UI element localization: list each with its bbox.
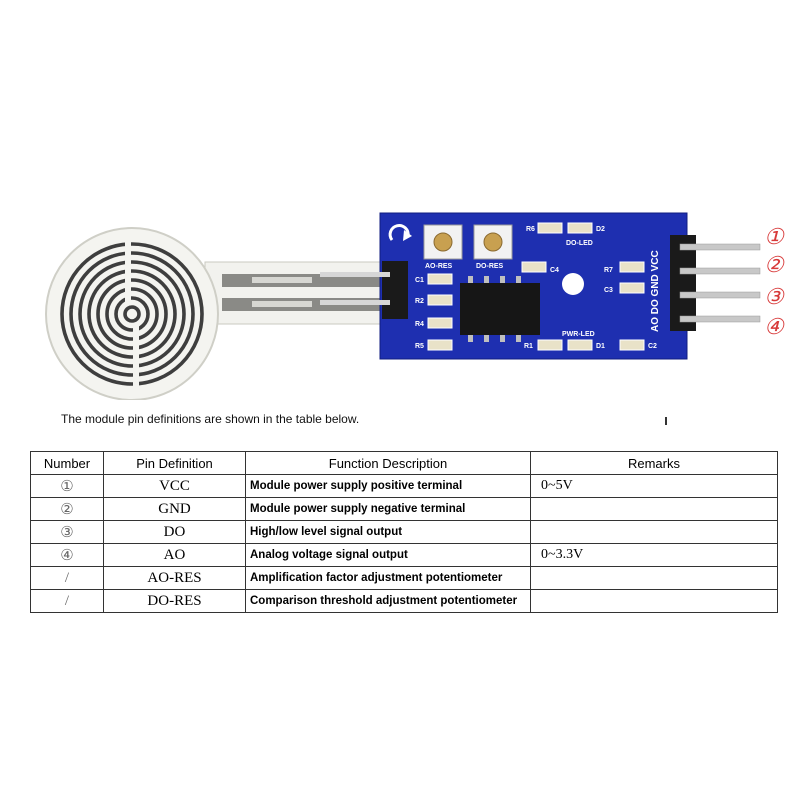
cell-pin: AO [103, 543, 246, 567]
table-header-row: Number Pin Definition Function Descripti… [30, 451, 778, 475]
table-row: ③ DO High/low level signal output [30, 520, 778, 544]
ref-r1: R1 [524, 343, 533, 350]
ref-c3: C3 [604, 287, 613, 294]
table-row: ④ AO Analog voltage signal output 0~3.3V [30, 543, 778, 567]
ref-r6: R6 [526, 226, 535, 233]
ref-c1: C1 [415, 277, 424, 284]
pin-header-plastic [670, 235, 696, 331]
board-label-ao-res: AO-RES [425, 263, 453, 270]
header-pin-definition: Pin Definition [103, 451, 246, 475]
ref-r4: R4 [415, 321, 424, 328]
table-row: / AO-RES Amplification factor adjustment… [30, 566, 778, 590]
smd-components [427, 222, 645, 351]
ao-res-knob [433, 232, 453, 252]
pin-header-pins [679, 243, 761, 323]
ref-d1: D1 [596, 343, 605, 350]
rotate-arrow-head [403, 230, 412, 241]
sensor-tail [204, 261, 386, 325]
board-label-do-led: DO-LED [566, 240, 593, 247]
ref-d2: D2 [596, 226, 605, 233]
cell-remarks [530, 589, 778, 613]
sensor-module-photo: AO-RES DO-RES DO-LED PWR-LED R6 D2 C1 R2… [45, 212, 785, 400]
cell-remarks [530, 566, 778, 590]
cell-number: ③ [30, 520, 104, 544]
cell-number: / [30, 589, 104, 613]
cell-function: Analog voltage signal output [245, 543, 531, 567]
silkscreen-pin-labels: AO DO GND VCC [650, 250, 661, 332]
mounting-hole [562, 273, 584, 295]
ref-c2: C2 [648, 343, 657, 350]
ref-r2: R2 [415, 298, 424, 305]
table-row: / DO-RES Comparison threshold adjustment… [30, 589, 778, 613]
board-label-do-res: DO-RES [476, 263, 504, 270]
ref-c4: C4 [550, 267, 559, 274]
ic-chip [460, 283, 540, 335]
board-label-pwr-led: PWR-LED [562, 331, 595, 338]
header-remarks: Remarks [530, 451, 778, 475]
ic-pins [468, 276, 521, 342]
sensor-pad-gaps [125, 242, 139, 386]
callout-3: ③ [764, 285, 785, 310]
cell-remarks [530, 497, 778, 521]
cell-remarks: 0~3.3V [530, 543, 778, 567]
callout-2: ② [764, 253, 785, 278]
callout-1: ① [764, 225, 785, 250]
cell-function: Module power supply positive terminal [245, 474, 531, 498]
cell-remarks [530, 520, 778, 544]
cell-number: / [30, 566, 104, 590]
header-function-description: Function Description [245, 451, 531, 475]
sensor-trace-top-shine [252, 277, 312, 283]
cell-number: ④ [30, 543, 104, 567]
cell-pin: DO [103, 520, 246, 544]
sensor-connector-pins [320, 272, 390, 305]
header-number: Number [30, 451, 104, 475]
ref-r5: R5 [415, 343, 424, 350]
cell-number: ② [30, 497, 104, 521]
callout-4: ④ [764, 315, 785, 340]
cell-pin: GND [103, 497, 246, 521]
sensor-pad-rings [60, 242, 204, 386]
rotate-arrow-icon [388, 224, 410, 241]
do-res-knob [483, 232, 503, 252]
cell-number: ① [30, 474, 104, 498]
stray-mark [665, 417, 667, 425]
cell-function: Module power supply negative terminal [245, 497, 531, 521]
intro-text: The module pin definitions are shown in … [61, 412, 360, 426]
cell-function: Comparison threshold adjustment potentio… [245, 589, 531, 613]
cell-pin: VCC [103, 474, 246, 498]
sensor-connector [382, 261, 408, 319]
ref-r7: R7 [604, 267, 613, 274]
table-row: ① VCC Module power supply positive termi… [30, 474, 778, 498]
cell-pin: AO-RES [103, 566, 246, 590]
sensor-trace-bottom-shine [252, 301, 312, 307]
cell-function: High/low level signal output [245, 520, 531, 544]
table-row: ② GND Module power supply negative termi… [30, 497, 778, 521]
cell-function: Amplification factor adjustment potentio… [245, 566, 531, 590]
pin-definition-table: Number Pin Definition Function Descripti… [30, 451, 778, 613]
cell-pin: DO-RES [103, 589, 246, 613]
cell-remarks: 0~5V [530, 474, 778, 498]
